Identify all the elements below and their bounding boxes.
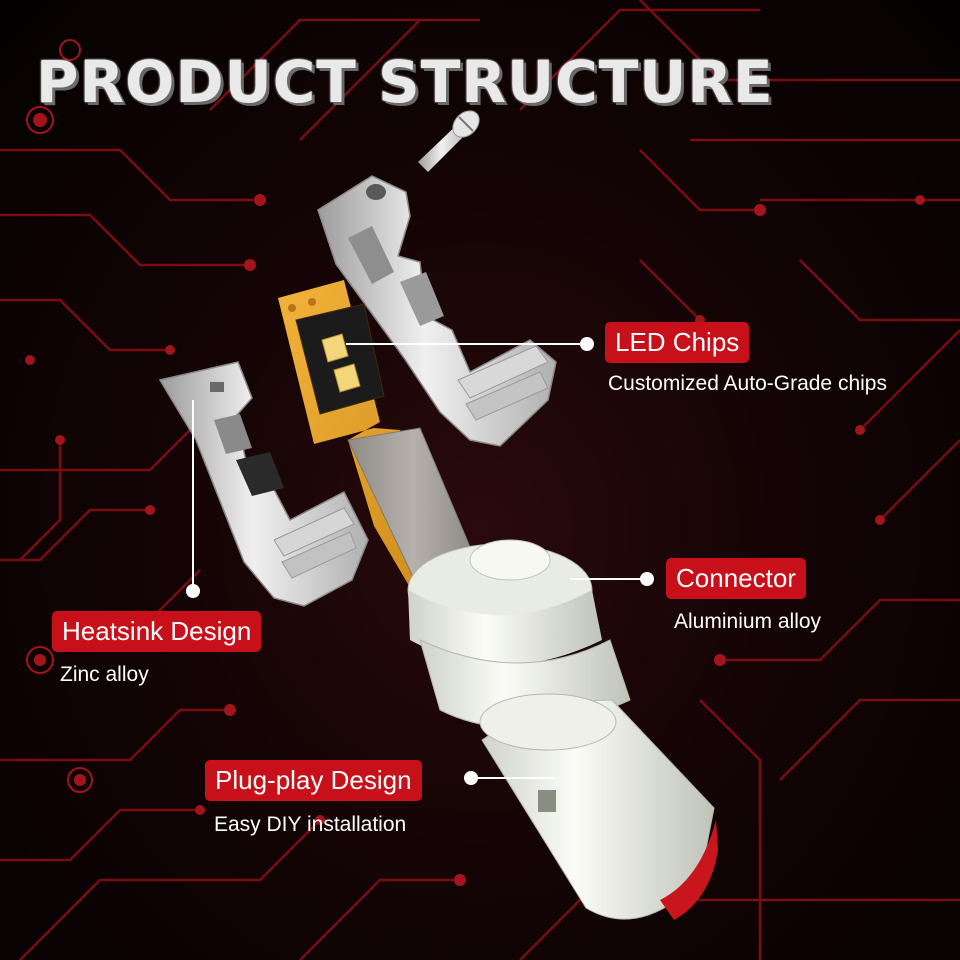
connector-part [407,539,631,729]
plug-base [479,693,718,920]
connector-leader-line [570,578,644,580]
heatsink-leader-line [192,400,194,588]
led-leader-line [346,343,584,345]
led-chips-label: LED Chips [605,322,750,363]
plug-play-desc: Easy DIY installation [214,813,407,836]
heatsink-label: Heatsink Design [52,611,262,652]
heatsink-leader-dot [186,584,200,598]
connector-label: Connector [666,558,806,599]
plug-leader-dot [464,771,478,785]
led-chips-desc: Customized Auto-Grade chips [608,372,887,395]
upper-heatsink [317,175,557,447]
heatsink-desc: Zinc alloy [60,663,149,686]
connector-leader-dot [640,572,654,586]
screw [418,110,480,172]
page-title: PRODUCT STRUCTURE [36,48,774,116]
plug-play-label: Plug-play Design [205,760,422,801]
connector-desc: Aluminium alloy [674,610,822,633]
led-leader-dot [580,337,594,351]
plug-leader-line [470,777,554,779]
lower-heatsink [158,361,369,607]
